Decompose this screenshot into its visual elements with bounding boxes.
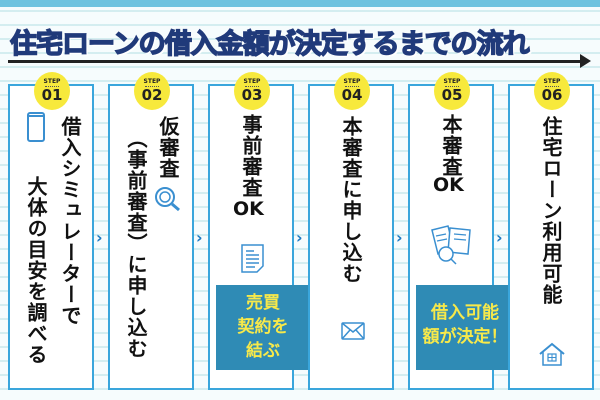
house-icon	[539, 342, 565, 366]
step-text-main: 住宅ローン利用可能	[539, 116, 563, 305]
callout-sales-contract: 売買 契約を 結ぶ	[216, 285, 324, 370]
callout-line: 結ぶ	[246, 341, 280, 361]
callout-line: 借入可能	[431, 303, 499, 323]
step-label: STEP	[43, 78, 61, 85]
smartphone-icon	[27, 112, 45, 142]
step-number: 06	[541, 86, 563, 104]
chevron-right-icon: ›	[196, 228, 203, 247]
step-number: 02	[141, 86, 163, 104]
step-text-sub: 大体の目安を調べる	[24, 176, 48, 365]
step-text-main: 本審査	[439, 114, 463, 177]
step-ok-label: OK	[433, 174, 464, 196]
step-text-main: 借入シミュレーターで	[58, 116, 82, 326]
step-ok-label: OK	[233, 198, 264, 220]
flow-arrow-line	[8, 60, 582, 63]
top-band	[0, 0, 600, 7]
step-label: STEP	[243, 78, 261, 85]
step-label: STEP	[443, 78, 461, 85]
step-number: 04	[341, 86, 363, 104]
step-text-main: 本審査に申し込む	[339, 116, 363, 284]
callout-line: 契約を	[237, 317, 289, 337]
step-label: STEP	[343, 78, 361, 85]
chevron-right-icon: ›	[96, 228, 103, 247]
step-number: 05	[441, 86, 463, 104]
step-number: 03	[241, 86, 263, 104]
step-text-main: 事前審査	[239, 114, 263, 198]
search-icon	[155, 187, 180, 212]
page-title: 住宅ローンの借入金額が決定するまでの流れ	[9, 28, 530, 61]
step-text-main: 仮審査	[156, 116, 180, 179]
chevron-right-icon: ›	[296, 228, 303, 247]
step-number: 01	[41, 86, 63, 104]
document-icon	[241, 244, 264, 273]
envelope-icon	[341, 322, 365, 340]
step-label: STEP	[143, 78, 161, 85]
callout-line: 額が決定！	[422, 327, 508, 347]
callout-line: 売買	[246, 293, 280, 313]
step-label: STEP	[543, 78, 561, 85]
step-text-sub: （事前審査）に申し込む	[124, 128, 148, 359]
chevron-right-icon: ›	[496, 228, 503, 247]
documents-search-icon	[431, 225, 471, 265]
flow-arrow-head-icon	[580, 54, 591, 68]
chevron-right-icon: ›	[396, 228, 403, 247]
